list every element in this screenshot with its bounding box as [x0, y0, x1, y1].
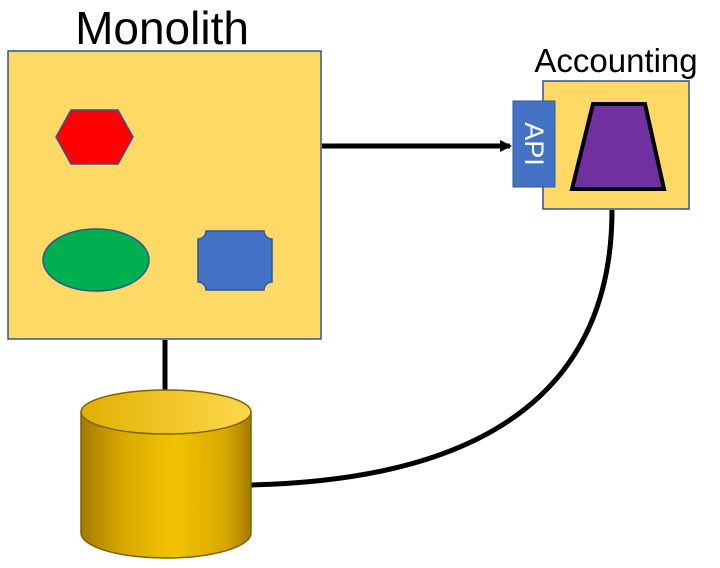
api-label: API: [519, 122, 549, 166]
accounting-title: Accounting: [534, 42, 697, 79]
monolith-ellipse-component: [42, 228, 150, 292]
database-cylinder: [80, 389, 252, 559]
monolith-hexagon-component: [55, 109, 134, 165]
accounting-database-connector: [247, 209, 615, 488]
monolith-square-component: [197, 230, 273, 291]
monolith-box: [7, 50, 322, 340]
api-badge: [512, 100, 556, 188]
accounting-trapezoid-component: [569, 102, 667, 191]
monolith-title: Monolith: [75, 2, 249, 54]
